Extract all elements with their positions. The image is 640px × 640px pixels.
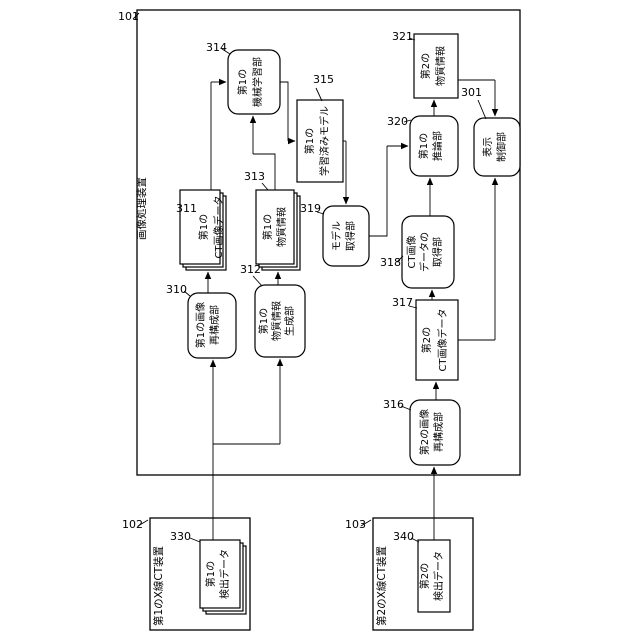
second-image-reconstruction-block: 第2の画像 再構成部 316 (383, 398, 460, 465)
first-detection-data-line-2: 検出データ (218, 549, 231, 599)
display-control-line-2: 制御部 (495, 132, 508, 162)
first-image-reconstruction-line-1: 第1の画像 (194, 302, 207, 348)
first-ct-image-data-line-2: CT画像データ (212, 195, 225, 258)
ref-321: 321 (392, 30, 413, 43)
model-acquisition-block: モデル 取得部 319 (300, 202, 369, 266)
leader-313 (262, 183, 268, 190)
second-detection-data-line-1: 第2の (418, 563, 431, 589)
second-image-reconstruction-line-1: 第2の画像 (418, 409, 431, 455)
display-control-line-1: 表示 (481, 137, 494, 157)
display-control-block: 表示 制御部 301 (461, 86, 520, 176)
ct-image-data-acquisition-line-2: データの (418, 232, 431, 272)
connector-319-route (369, 146, 387, 236)
first-image-reconstruction-line-2: 再構成部 (208, 305, 221, 345)
leader-312 (253, 276, 262, 286)
first-detection-data-line-1: 第1の (204, 561, 217, 587)
ref-330: 330 (170, 530, 191, 543)
second-xray-ct-title: 第2のX線CT装置 (375, 546, 388, 626)
first-material-info-generation-block: 第1の 物質情報 生成部 312 (240, 263, 305, 357)
first-inference-line-2: 推論部 (431, 131, 444, 161)
first-material-info-block: 第1の 物質情報 313 (244, 170, 300, 270)
first-xray-ct-title: 第1のX線CT装置 (152, 546, 165, 626)
second-material-info-line-2: 物質情報 (434, 46, 447, 86)
first-trained-model-line-1: 第1の (303, 128, 316, 154)
connector-314-route (280, 82, 288, 141)
first-image-reconstruction-block: 第1の画像 再構成部 310 (166, 283, 236, 358)
first-trained-model-line-2: 学習済みモデル (318, 106, 331, 176)
first-material-info-generation-line-3: 生成部 (283, 306, 296, 336)
first-detection-data-block: 第1の 検出データ 330 (170, 530, 246, 614)
ref-310: 310 (166, 283, 187, 296)
leader-301 (478, 100, 486, 119)
first-ct-image-data-block: 第1の CT画像データ 311 (176, 190, 226, 270)
leader-315 (316, 88, 322, 101)
ref-311: 311 (176, 202, 197, 215)
second-ct-image-data-line-2: CT画像データ (436, 308, 449, 371)
second-material-info-line-1: 第2の (419, 53, 432, 79)
ct-image-data-acquisition-line-3: 取得部 (431, 237, 444, 267)
first-machine-learning-line-2: 機械学習部 (251, 57, 264, 107)
leader-330 (190, 538, 200, 542)
ref-312: 312 (240, 263, 261, 276)
ref-316: 316 (383, 398, 404, 411)
first-material-info-line-1: 第1の (261, 214, 274, 240)
ref-340: 340 (393, 530, 414, 543)
second-ct-image-data-line-1: 第2の (420, 327, 433, 353)
second-detection-data-block: 第2の 検出データ 340 (393, 530, 450, 612)
image-processing-apparatus-title: 画像処理装置 (135, 177, 148, 240)
ref-319: 319 (300, 202, 321, 215)
first-inference-block: 第1の 推論部 320 (387, 115, 458, 176)
second-detection-data-line-2: 検出データ (432, 551, 445, 601)
ref-313: 313 (244, 170, 265, 183)
second-ct-image-data-block: 第2の CT画像データ 317 (392, 296, 458, 380)
ref-318: 318 (380, 256, 401, 269)
first-material-info-generation-line-1: 第1の (257, 308, 270, 334)
second-image-reconstruction-line-2: 再構成部 (432, 412, 445, 452)
first-ct-image-data-line-1: 第1の (197, 214, 210, 240)
model-acquisition-line-1: モデル (330, 221, 343, 251)
first-trained-model-block: 第1の 学習済みモデル 315 (297, 73, 343, 182)
ref-314: 314 (206, 41, 227, 54)
ref-301: 301 (461, 86, 482, 99)
model-acquisition-line-2: 取得部 (344, 221, 357, 251)
ref-315: 315 (313, 73, 334, 86)
first-inference-line-1: 第1の (417, 133, 430, 159)
first-material-info-generation-line-2: 物質情報 (270, 301, 283, 341)
ct-image-data-acquisition-block: CT画像 データの 取得部 318 (380, 216, 454, 288)
ref-317: 317 (392, 296, 413, 309)
ct-image-data-acquisition-line-1: CT画像 (406, 235, 418, 268)
first-machine-learning-line-1: 第1の (236, 69, 249, 95)
first-machine-learning-block: 第1の 機械学習部 314 (206, 41, 280, 114)
second-material-info-block: 第2の 物質情報 321 (392, 30, 458, 98)
first-material-info-line-2: 物質情報 (275, 207, 288, 247)
